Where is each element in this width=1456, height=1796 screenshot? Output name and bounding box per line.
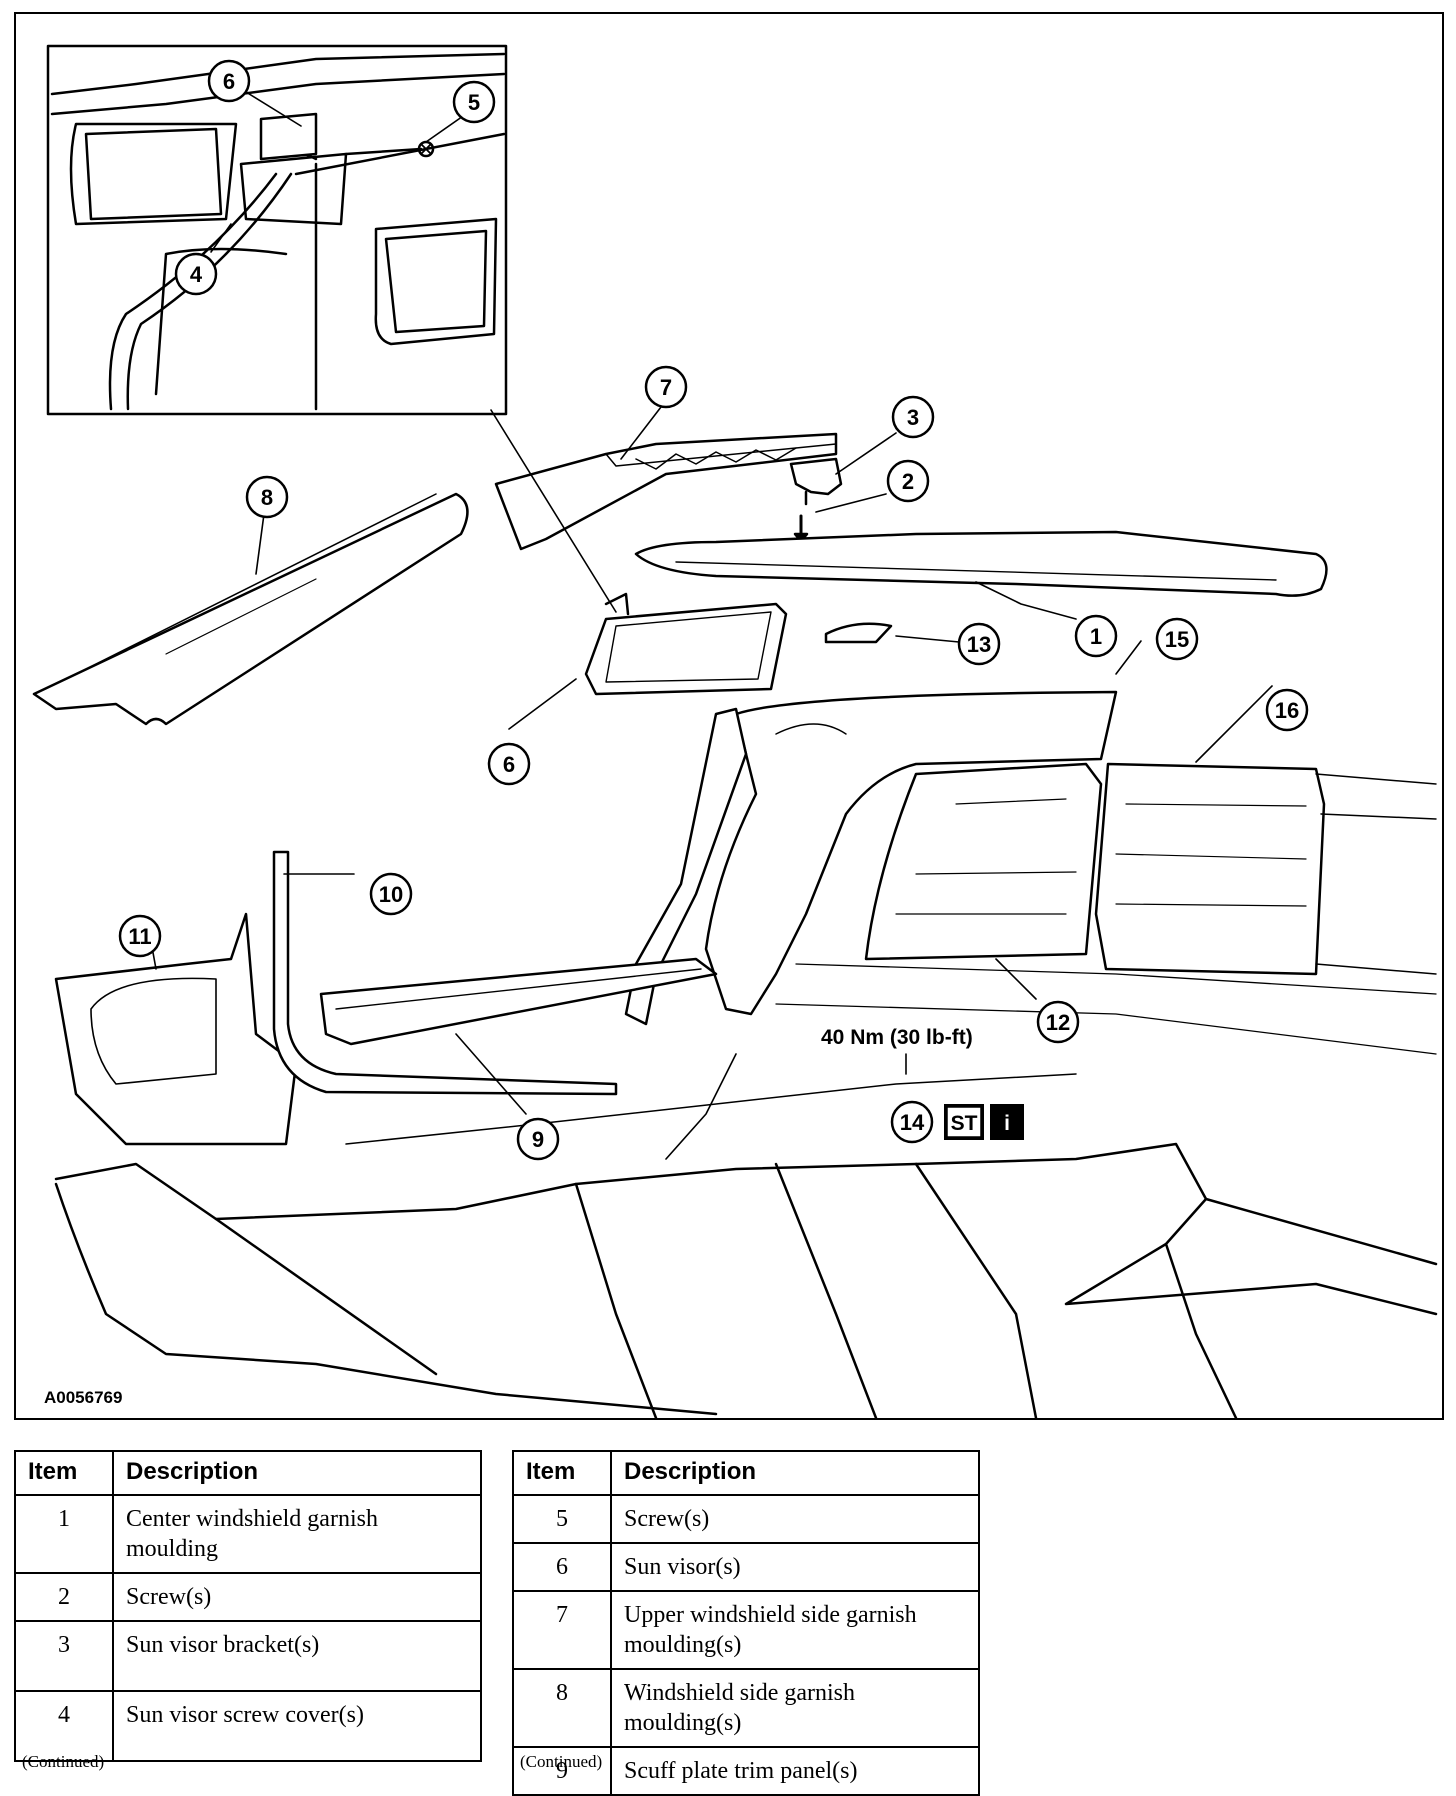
info-badge: i: [990, 1104, 1024, 1140]
callout-12: [1036, 1000, 1080, 1044]
part-3-sun-visor-bracket: [789, 457, 843, 506]
table-row: 6 Sun visor(s): [512, 1542, 980, 1592]
item-number: 7: [512, 1590, 612, 1670]
svg-text:i: i: [1004, 1112, 1010, 1135]
legend-table-right: Item Description 5 Screw(s) 6 Sun visor(…: [512, 1450, 980, 1796]
figure-id: A0056769: [44, 1388, 123, 1407]
callout-label: 1: [1090, 624, 1102, 649]
item-description: Sun visor(s): [610, 1542, 980, 1592]
table-row: 7 Upper windshield side garnish moulding…: [512, 1590, 980, 1670]
item-description: Scuff plate trim panel(s): [610, 1746, 980, 1796]
item-description: Screw(s): [112, 1572, 482, 1622]
item-description: Screw(s): [610, 1494, 980, 1544]
st-badge: ST: [944, 1104, 984, 1140]
callout-6a: [207, 59, 251, 103]
callout-label: 14: [900, 1110, 925, 1135]
header-description: Description: [112, 1450, 482, 1496]
table-row: 4 Sun visor screw cover(s): [14, 1690, 482, 1762]
table-row: 3 Sun visor bracket(s): [14, 1620, 482, 1692]
item-description: Center windshield garnish moulding: [112, 1494, 482, 1574]
callout-5: [452, 80, 496, 124]
continued-note-left: (Continued): [22, 1752, 105, 1771]
table-header-row: Item Description: [512, 1450, 980, 1496]
callout-label: 15: [1165, 627, 1189, 652]
item-description: Upper windshield side garnish moulding(s…: [610, 1590, 980, 1670]
b-pillar-trim: [624, 707, 748, 1026]
callout-8: [245, 475, 289, 519]
callout-16: [1265, 688, 1309, 732]
callout-label: 6: [503, 752, 515, 777]
callout-3: [891, 395, 935, 439]
header-item: Item: [512, 1450, 612, 1496]
callout-15: [1155, 617, 1199, 661]
callout-1: [1074, 614, 1118, 658]
table-row: 5 Screw(s): [512, 1494, 980, 1544]
table-header-row: Item Description: [14, 1450, 482, 1496]
callout-11: [118, 914, 162, 958]
callout-label: 4: [190, 262, 203, 287]
callout-label: 8: [261, 485, 273, 510]
table-row: 2 Screw(s): [14, 1572, 482, 1622]
part-8-windshield-side-garnish: [32, 492, 469, 726]
callout-label: 9: [532, 1127, 544, 1152]
callout-9: [516, 1117, 560, 1161]
table-row: 8 Windshield side garnish moulding(s): [512, 1668, 980, 1748]
item-number: 1: [14, 1494, 114, 1574]
part-7-upper-side-garnish: [494, 432, 838, 551]
callout-label: 11: [128, 924, 151, 949]
part-9-scuff-plate: [319, 957, 718, 1046]
part-11-kick-panel: [54, 912, 298, 1146]
callout-label: 16: [1275, 698, 1299, 723]
callout-10: [369, 872, 413, 916]
header-item: Item: [14, 1450, 114, 1496]
part-13-clip: [824, 622, 893, 644]
table-row: 1 Center windshield garnish moulding: [14, 1494, 482, 1574]
item-description: Sun visor bracket(s): [112, 1620, 482, 1692]
part-10-weatherstrip: [272, 850, 618, 1096]
part-1-center-garnish: [634, 530, 1328, 597]
callout-label: 2: [902, 469, 914, 494]
callout-13: [957, 622, 1001, 666]
callout-4: [174, 252, 218, 296]
callout-label: 12: [1046, 1010, 1070, 1035]
callout-14: [890, 1100, 934, 1144]
callout-label: 10: [379, 882, 403, 907]
part-15-pillar-trim: [704, 690, 1118, 1016]
header-description: Description: [610, 1450, 980, 1496]
item-number: 6: [512, 1542, 612, 1592]
legend-table-left: Item Description 1 Center windshield gar…: [14, 1450, 482, 1762]
callout-label: 3: [907, 405, 919, 430]
item-number: 2: [14, 1572, 114, 1622]
item-number: 3: [14, 1620, 114, 1692]
vehicle-body-floor: [54, 963, 1438, 1418]
detail-inset: [46, 44, 508, 416]
svg-text:ST: ST: [951, 1112, 978, 1135]
diagram-drawing: 6 5 4 7 3 2 8 1 13 15 16 6 10 11 12 9 14…: [32, 44, 1438, 1418]
item-number: 4: [14, 1690, 114, 1762]
item-description: Sun visor screw cover(s): [112, 1690, 482, 1762]
callout-label: 6: [223, 69, 235, 94]
part-6-sun-visor: [584, 592, 788, 696]
callout-7: [644, 365, 688, 409]
part-16-rear-panel: [1094, 762, 1437, 976]
item-description: Windshield side garnish moulding(s): [610, 1668, 980, 1748]
exploded-view-diagram: 6 5 4 7 3 2 8 1 13 15 16 6 10 11 12 9 14…: [14, 12, 1444, 1420]
callout-6b: [487, 742, 531, 786]
callout-label: 7: [660, 375, 672, 400]
part-12-quarter-panel: [864, 762, 1103, 961]
item-number: 5: [512, 1494, 612, 1544]
callout-label: 13: [967, 632, 991, 657]
item-number: 8: [512, 1668, 612, 1748]
callout-label: 5: [468, 90, 480, 115]
continued-note-right: (Continued): [520, 1752, 603, 1771]
callout-2: [886, 459, 930, 503]
torque-spec-label: 40 Nm (30 lb-ft): [821, 1026, 973, 1049]
